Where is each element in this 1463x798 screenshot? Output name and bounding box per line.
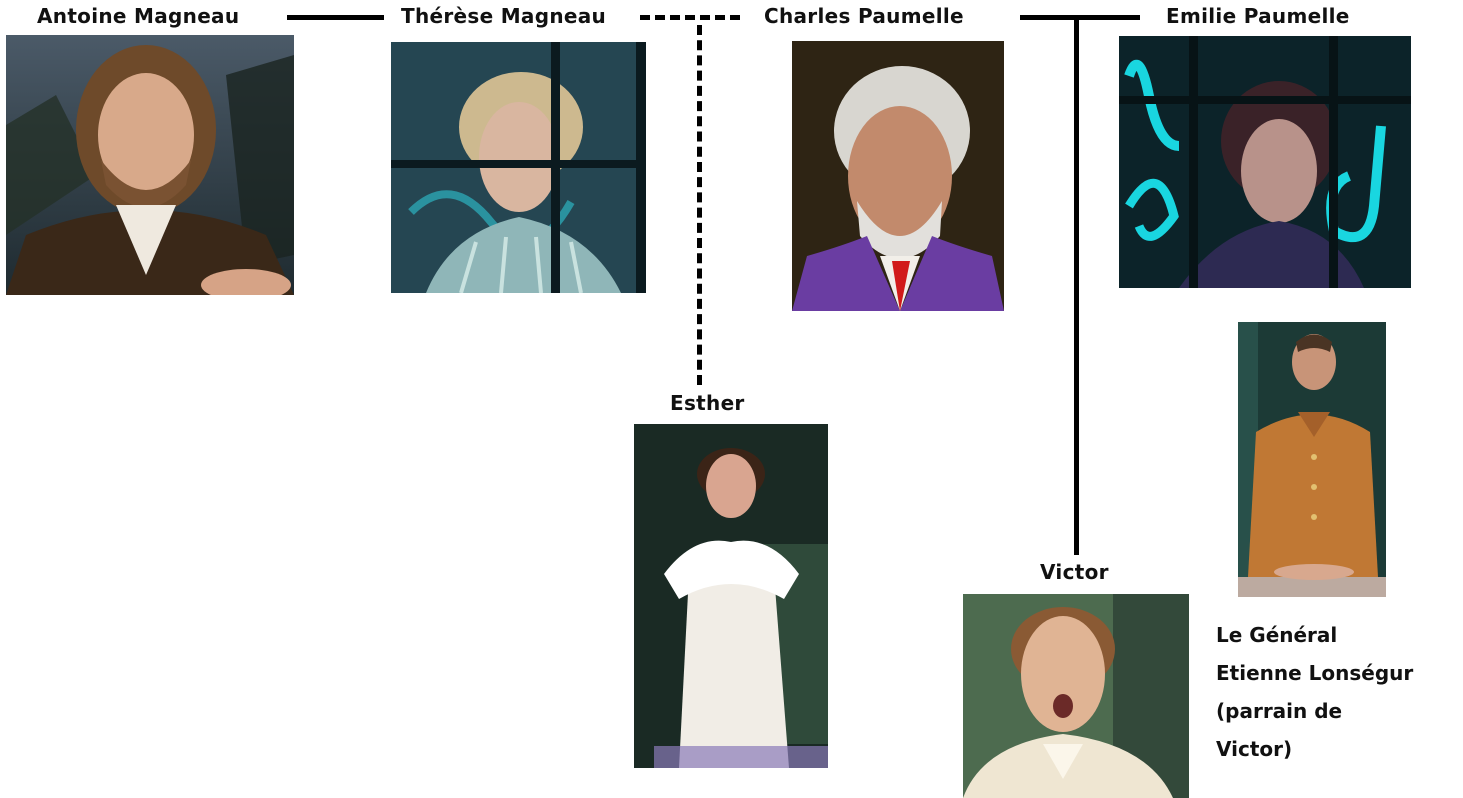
name-therese-magneau: Thérèse Magneau — [401, 4, 607, 28]
photo-victor — [963, 594, 1189, 798]
name-antoine-magneau: Antoine Magneau — [37, 4, 240, 28]
name-victor: Victor — [1040, 560, 1109, 584]
label-general-line-4: Victor) — [1216, 737, 1293, 761]
child-line-esther — [697, 25, 702, 385]
photo-emilie-paumelle — [1119, 36, 1411, 288]
label-general-line-2: Etienne Lonségur — [1216, 661, 1414, 685]
photo-esther — [634, 424, 828, 768]
marriage-line-paumelle — [1020, 15, 1140, 20]
name-emilie-paumelle: Emilie Paumelle — [1166, 4, 1350, 28]
label-general-line-1: Le Général — [1216, 623, 1338, 647]
photo-general-lonsegur — [1238, 322, 1386, 597]
photo-charles-paumelle — [792, 41, 1004, 311]
child-line-victor — [1074, 15, 1079, 555]
name-charles-paumelle: Charles Paumelle — [764, 4, 964, 28]
label-general-lonsegur: Le Général Etienne Lonségur (parrain de … — [1216, 616, 1413, 768]
label-general-line-3: (parrain de — [1216, 699, 1343, 723]
name-esther: Esther — [670, 391, 745, 415]
photo-antoine-magneau — [6, 35, 294, 295]
marriage-line-magneau — [287, 15, 384, 20]
affair-line-therese-charles — [640, 15, 740, 20]
photo-therese-magneau — [391, 42, 646, 293]
